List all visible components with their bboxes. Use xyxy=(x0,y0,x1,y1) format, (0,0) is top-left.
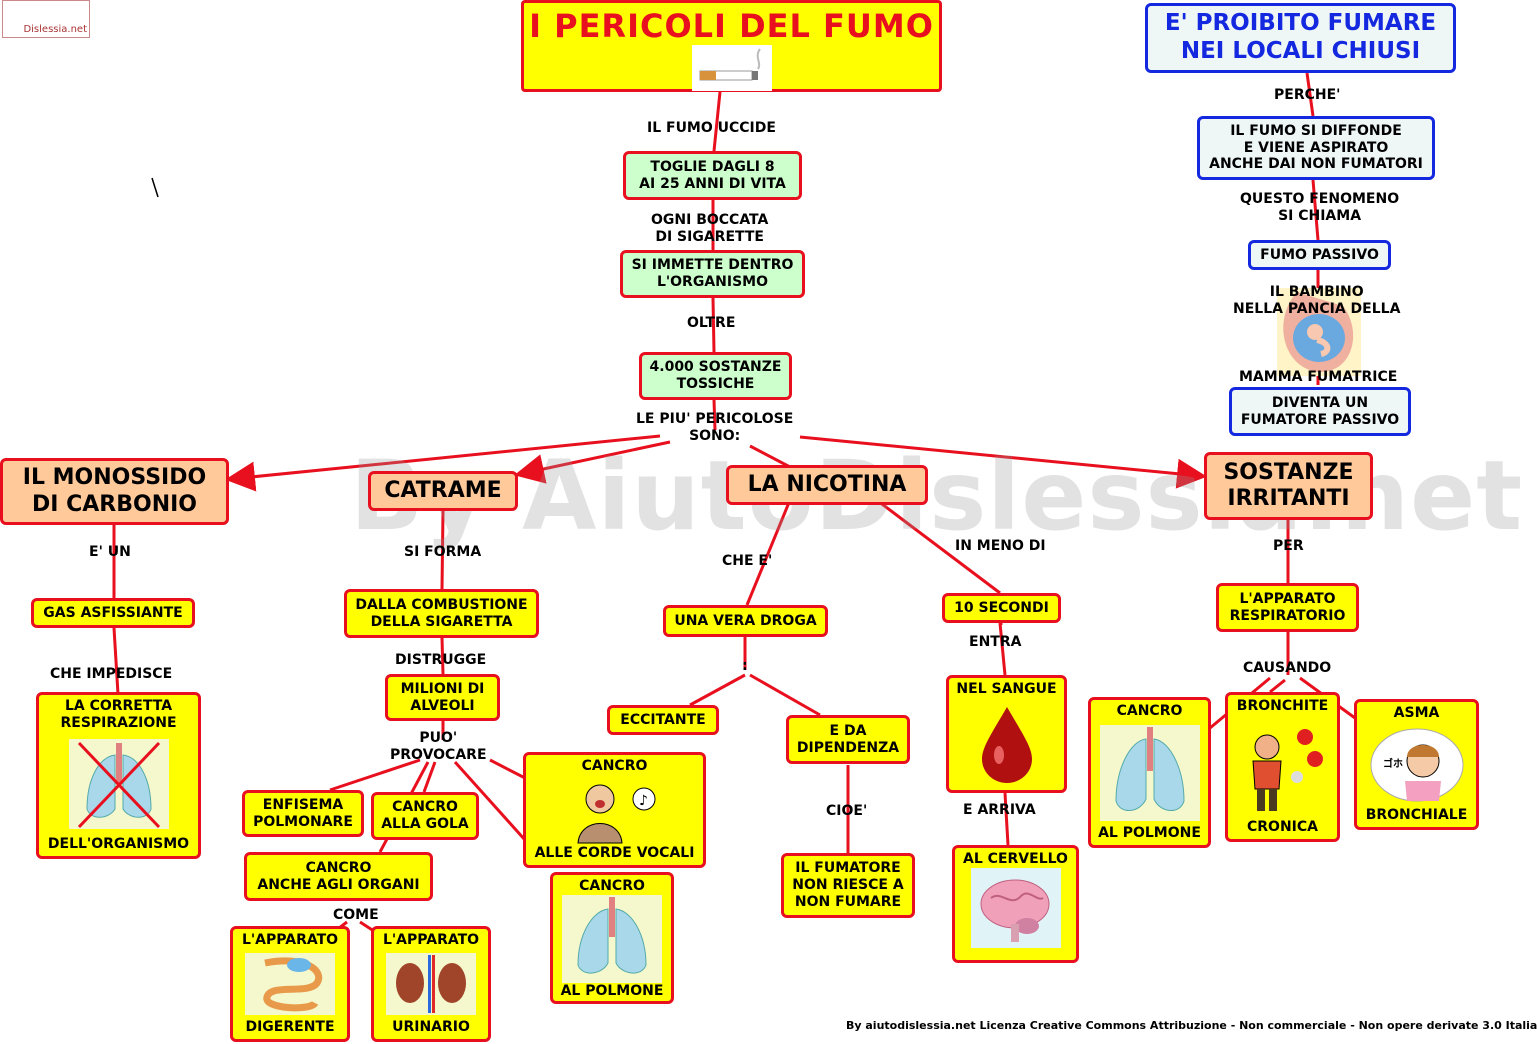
label-ogni-boccata: OGNI BOCCATA DI SIGARETTE xyxy=(651,212,769,245)
node-si-immette[interactable]: SI IMMETTE DENTRO L'ORGANISMO xyxy=(620,250,805,298)
label-per: PER xyxy=(1273,538,1304,554)
connector-lines xyxy=(112,72,1356,937)
digerente-top-text: L'APPARATO xyxy=(241,932,339,948)
singer-icon: ♪ xyxy=(559,777,670,844)
node-cancro-gola[interactable]: CANCRO ALLA GOLA xyxy=(371,792,479,840)
label-entra: ENTRA xyxy=(969,634,1022,650)
node-fumo-si-diffonde[interactable]: IL FUMO SI DIFFONDE E VIENE ASPIRATO ANC… xyxy=(1197,116,1435,180)
organismo-text: DELL'ORGANISMO xyxy=(47,836,190,853)
child-coughing-icon: ゴホ xyxy=(1370,728,1463,801)
node-bronchite-cronica[interactable]: BRONCHITE CRONICA xyxy=(1225,692,1340,842)
corde-bottom-text: ALLE CORDE VOCALI xyxy=(534,845,695,862)
label-mamma-fumatrice: MAMMA FUMATRICE xyxy=(1239,369,1398,385)
node-cancro-corde-vocali[interactable]: CANCRO ♪ ALLE CORDE VOCALI xyxy=(523,752,706,868)
label-il-fumo-uccide: IL FUMO UCCIDE xyxy=(647,120,776,136)
node-gas-asfissiante[interactable]: GAS ASFISSIANTE xyxy=(31,598,195,628)
site-logo[interactable]: Dislessia.net xyxy=(2,0,90,38)
polmone-bottom-text: AL POLMONE xyxy=(560,982,664,999)
label-oltre: OLTRE xyxy=(687,315,736,331)
svg-text:ゴホ: ゴホ xyxy=(1383,757,1403,770)
label-causando: CAUSANDO xyxy=(1243,660,1332,676)
node-catrame[interactable]: CATRAME xyxy=(368,471,518,511)
label-in-meno-di: IN MENO DI xyxy=(955,538,1046,554)
sangue-text: NEL SANGUE xyxy=(956,681,1057,697)
node-apparato-respiratorio[interactable]: L'APPARATO RESPIRATORIO xyxy=(1216,583,1359,632)
node-asma-bronchiale[interactable]: ASMA ゴホ BRONCHIALE xyxy=(1354,699,1479,830)
label-colon: : xyxy=(742,658,748,674)
kidney-icon xyxy=(386,953,476,1015)
lungs-icon xyxy=(1099,724,1200,821)
intestine-icon xyxy=(245,953,335,1015)
polmone-top-text: CANCRO xyxy=(579,878,645,894)
node-nicotina[interactable]: LA NICOTINA xyxy=(726,465,928,505)
node-apparato-digerente[interactable]: L'APPARATO DIGERENTE xyxy=(230,926,350,1042)
corde-top-text: CANCRO xyxy=(581,758,648,774)
respirazione-text: LA CORRETTA RESPIRAZIONE xyxy=(60,698,177,731)
cigarette-icon xyxy=(691,45,772,92)
node-milioni-alveoli[interactable]: MILIONI DI ALVEOLI xyxy=(385,674,500,721)
node-cancro-organi[interactable]: CANCRO ANCHE AGLI ORGANI xyxy=(244,852,433,901)
asma-top: ASMA xyxy=(1393,705,1440,721)
node-monossido[interactable]: IL MONOSSIDO DI CARBONIO xyxy=(0,458,229,525)
node-sostanze-tossiche[interactable]: 4.000 SOSTANZE TOSSICHE xyxy=(639,352,792,400)
brain-icon xyxy=(970,867,1061,948)
cancro-irritanti-top: CANCRO xyxy=(1116,703,1183,719)
bronchite-bottom: CRONICA xyxy=(1247,819,1318,836)
node-10-secondi[interactable]: 10 SECONDI xyxy=(942,593,1061,623)
node-eccitante[interactable]: ECCITANTE xyxy=(607,705,719,735)
node-vera-droga[interactable]: UNA VERA DROGA xyxy=(663,605,828,637)
node-cancro-polmone-irritanti[interactable]: CANCRO AL POLMONE xyxy=(1088,697,1211,848)
coughing-person-icon xyxy=(1232,717,1333,817)
node-sostanze-irritanti[interactable]: SOSTANZE IRRITANTI xyxy=(1204,452,1373,520)
label-questo-fenomeno: QUESTO FENOMENO SI CHIAMA xyxy=(1240,191,1400,224)
node-cancro-polmone-catrame[interactable]: CANCRO AL POLMONE xyxy=(550,872,674,1004)
node-nel-sangue[interactable]: NEL SANGUE xyxy=(946,675,1067,793)
urinario-top-text: L'APPARATO xyxy=(382,932,480,948)
label-perche: PERCHE' xyxy=(1274,87,1341,103)
label-puo-provocare: PUO' PROVOCARE xyxy=(390,730,487,763)
label-che-impedisce: CHE IMPEDISCE xyxy=(50,666,173,682)
label-distrugge: DISTRUGGE xyxy=(395,652,487,668)
page-title: I PERICOLI DEL FUMO xyxy=(529,7,934,45)
cancro-irritanti-bottom: AL POLMONE xyxy=(1098,825,1201,842)
node-toglie-anni[interactable]: TOGLIE DAGLI 8 AI 25 ANNI DI VITA xyxy=(623,151,802,200)
node-fumo-passivo[interactable]: FUMO PASSIVO xyxy=(1248,240,1391,270)
node-proibito-fumare[interactable]: E' PROIBITO FUMARE NEI LOCALI CHIUSI xyxy=(1145,3,1456,73)
node-dipendenza[interactable]: E DA DIPENDENZA xyxy=(786,715,910,764)
node-corretta-respirazione[interactable]: LA CORRETTA RESPIRAZIONE DELL'ORGANISMO xyxy=(36,692,201,859)
digerente-bottom-text: DIGERENTE xyxy=(245,1019,335,1036)
svg-text:♪: ♪ xyxy=(639,793,648,809)
node-apparato-urinario[interactable]: L'APPARATO URINARIO xyxy=(371,926,491,1042)
node-fumatore-non-riesce[interactable]: IL FUMATORE NON RIESCE A NON FUMARE xyxy=(781,853,915,918)
cervello-text: AL CERVELLO xyxy=(963,851,1068,867)
lungs-icon xyxy=(562,894,662,983)
blood-drop-icon xyxy=(981,707,1032,783)
urinario-bottom-text: URINARIO xyxy=(392,1019,470,1036)
bronchite-top: BRONCHITE xyxy=(1236,698,1329,714)
label-e-arriva: E ARRIVA xyxy=(963,802,1036,818)
label-come: COME xyxy=(333,907,379,923)
logo-text: Dislessia.net xyxy=(23,24,87,35)
pregnant-belly-icon xyxy=(1277,288,1361,376)
label-cioe: CIOE' xyxy=(826,803,868,819)
node-combustione[interactable]: DALLA COMBUSTIONE DELLA SIGARETTA xyxy=(344,589,539,638)
title-box[interactable]: I PERICOLI DEL FUMO xyxy=(521,0,942,92)
label-il-bambino: IL BAMBINO NELLA PANCIA DELLA xyxy=(1233,284,1401,317)
label-le-piu-pericolose: LE PIU' PERICOLOSE SONO: xyxy=(636,411,794,444)
node-enfisema[interactable]: ENFISEMA POLMONARE xyxy=(242,790,364,837)
label-che-e: CHE E' xyxy=(722,553,773,569)
crossed-lungs-icon xyxy=(68,738,169,829)
license-footer: By aiutodislessia.net Licenza Creative C… xyxy=(846,1019,1537,1032)
node-fumatore-passivo[interactable]: DIVENTA UN FUMATORE PASSIVO xyxy=(1229,387,1411,436)
label-si-forma: SI FORMA xyxy=(404,544,482,560)
asma-bottom: BRONCHIALE xyxy=(1365,807,1468,824)
node-al-cervello[interactable]: AL CERVELLO xyxy=(952,845,1079,963)
label-e-un: E' UN xyxy=(89,544,131,560)
